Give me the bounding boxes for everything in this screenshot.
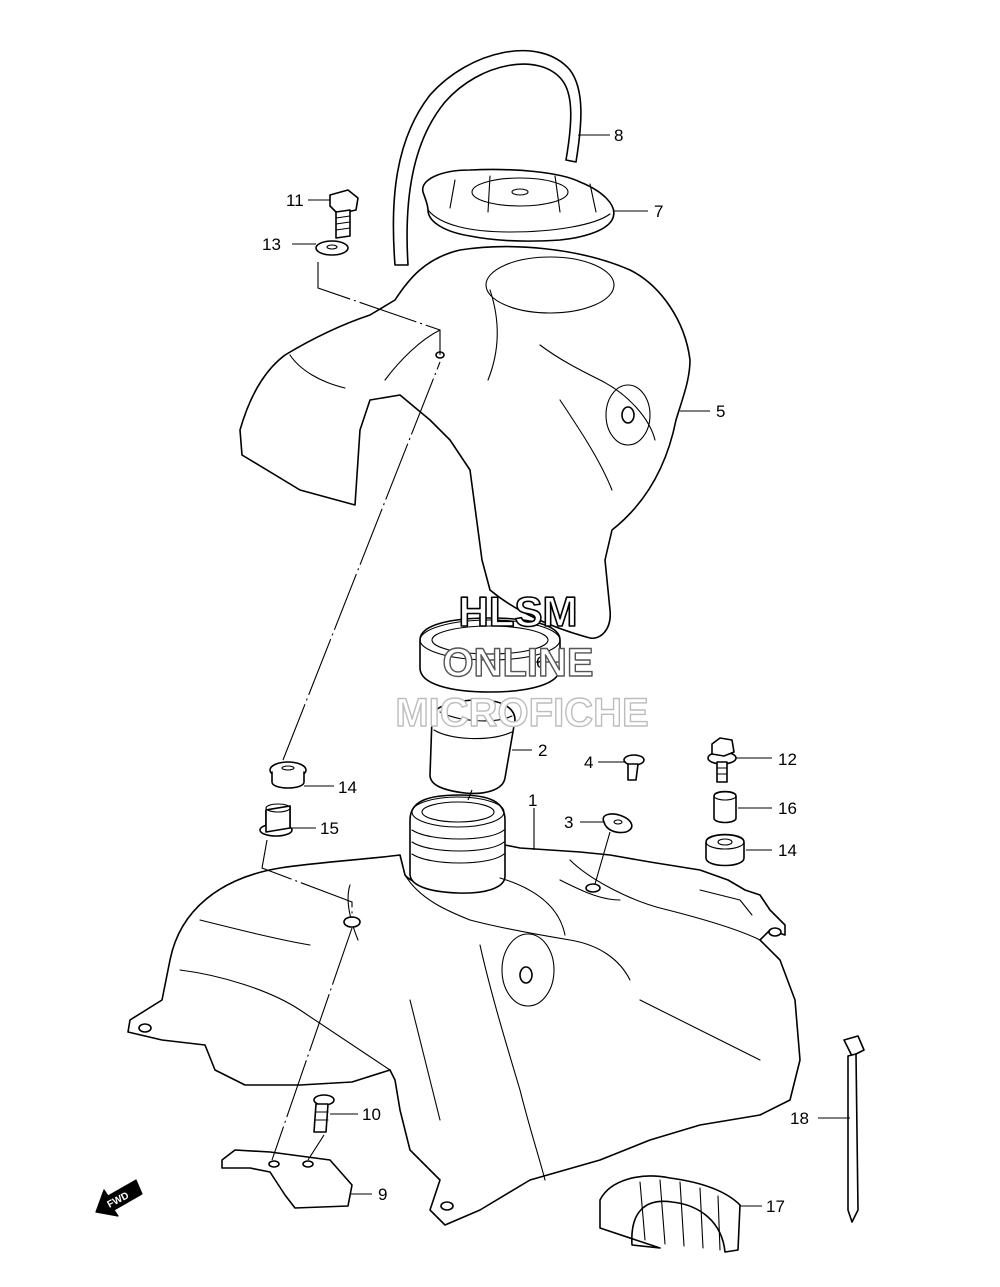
part-8-breather-hose	[392, 49, 582, 266]
part-10-screw	[313, 1094, 335, 1133]
callout-14-right: 14	[778, 841, 797, 860]
part-18-cable-tie	[843, 1035, 865, 1223]
fwd-arrow: FWD	[95, 1179, 143, 1217]
part-14-grommet-right	[705, 833, 745, 867]
callout-1: 1	[528, 791, 537, 810]
callout-9: 9	[378, 1185, 387, 1204]
callout-14-left: 14	[338, 778, 357, 797]
watermark-line-2: ONLINE	[442, 641, 593, 685]
callout-3: 3	[564, 813, 573, 832]
part-6-seal-ring	[419, 617, 561, 693]
callout-11: 11	[286, 191, 304, 210]
callout-10: 10	[362, 1105, 381, 1124]
callout-17: 17	[766, 1197, 785, 1216]
callout-4: 4	[584, 753, 593, 772]
callout-6: 6	[536, 653, 545, 672]
watermark-line-3: MICROFICHE	[395, 691, 648, 735]
part-3-plate	[602, 813, 633, 834]
part-13-washer	[315, 240, 349, 256]
part-1-fuel-tank	[127, 794, 801, 1226]
callout-16: 16	[778, 799, 797, 818]
part-12-bolt	[707, 737, 737, 783]
callout-18: 18	[790, 1109, 809, 1128]
part-4-screw	[623, 754, 645, 781]
part-2-filter-tube	[429, 699, 516, 795]
leader-lines	[292, 134, 850, 1207]
alignment-lines	[261, 262, 611, 1161]
callout-12: 12	[778, 750, 797, 769]
part-17-heat-guard	[599, 1175, 741, 1253]
part-9-bracket	[221, 1149, 353, 1209]
part-16-spacer	[713, 790, 737, 824]
part-14-grommet-left	[269, 761, 307, 789]
callout-2: 2	[538, 741, 547, 760]
callout-7: 7	[654, 202, 663, 221]
callout-15: 15	[320, 819, 339, 838]
part-11-bolt	[329, 189, 359, 239]
part-7-fuel-cap	[422, 168, 615, 242]
callout-8: 8	[614, 126, 623, 145]
watermark: HLSM ONLINE MICROFICHE	[395, 587, 650, 736]
part-5-tank-cover	[239, 245, 691, 639]
callout-5: 5	[716, 402, 725, 421]
part-15-collar	[259, 803, 293, 837]
fwd-arrow-icon	[95, 1179, 143, 1217]
watermark-line-1: HLSM	[459, 588, 578, 635]
callout-labels: 8 7 11 13 5 6 2 14 15 4 3 1 12 16 14 10 …	[262, 126, 809, 1216]
callout-13: 13	[262, 235, 281, 254]
